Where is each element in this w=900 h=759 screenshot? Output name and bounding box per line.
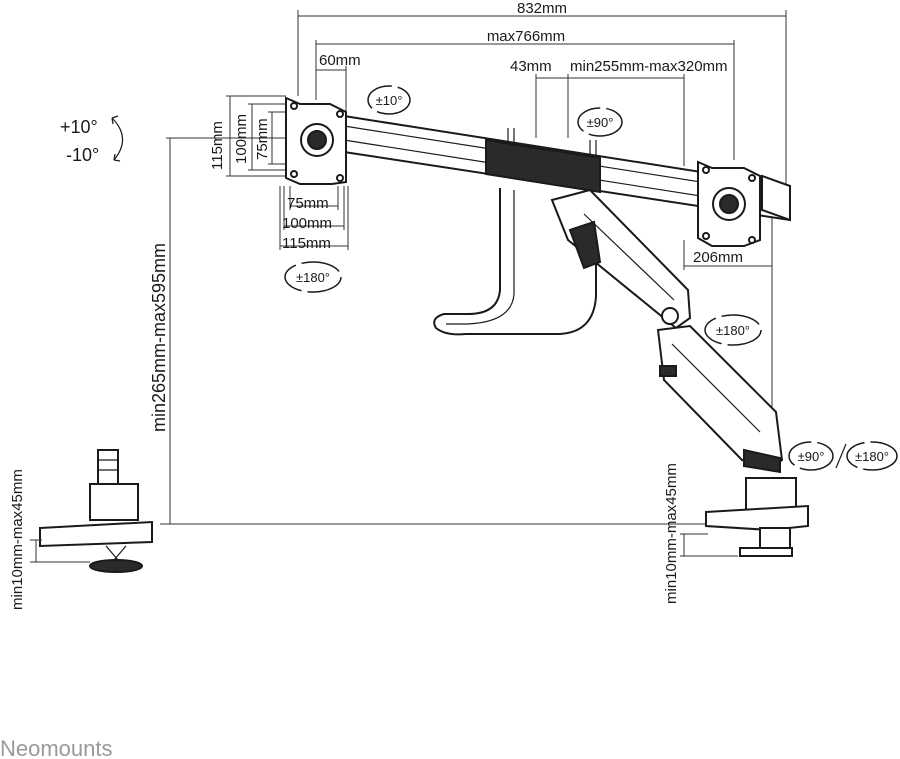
- tilt-annotation: +10° -10°: [60, 115, 124, 165]
- dimension-vesa-height: 115mm 100mm 75mm: [209, 95, 286, 177]
- badge-rotate-left-label: ±180°: [296, 270, 330, 285]
- overall-width-label: 832mm: [517, 0, 567, 17]
- arm-range-label: min255mm-max320mm: [570, 58, 728, 75]
- desk-clamp-right: [705, 477, 809, 557]
- badge-rotate-left: ±180°: [284, 261, 342, 293]
- brand-logo: Neomounts: [0, 736, 113, 759]
- desk-clamp-left: [39, 449, 153, 573]
- lower-arm: [656, 324, 784, 474]
- right-offset-label: 206mm: [693, 249, 743, 266]
- badge-tilt-label: ±10°: [376, 93, 403, 108]
- dimension-vesa-width: 75mm 100mm 115mm: [279, 186, 349, 252]
- height-range-label: min265mm-max595mm: [149, 243, 169, 432]
- vesa-115-width-label: 115mm: [282, 235, 331, 252]
- badge-base-rotate-label: ±180°: [855, 449, 889, 464]
- crossbar-center-clamp: [485, 138, 601, 194]
- vesa-left-hub-center-icon: [307, 130, 327, 150]
- upper-arm: [550, 188, 692, 330]
- badge-elbow: ±180°: [704, 314, 762, 346]
- clamp-right-label: min10mm-max45mm: [663, 463, 680, 604]
- badge-tilt-ring-icon: [367, 85, 411, 115]
- badge-swivel-top-ring-icon: [577, 107, 623, 137]
- tilt-down-label: -10°: [66, 145, 99, 165]
- dimension-vesa-offset: 60mm: [316, 52, 361, 116]
- arm-offset-label: 43mm: [510, 58, 552, 75]
- dimension-clamp-left: min10mm-max45mm: [9, 469, 90, 610]
- vesa-plate-right: [697, 160, 761, 247]
- badge-tilt: ±10°: [367, 85, 411, 115]
- badge-base-rotate-ring-icon: [846, 441, 898, 471]
- carry-handle: [433, 188, 597, 336]
- dimension-height-range: min265mm-max595mm: [149, 137, 706, 525]
- badge-base-swivel: ±90°: [788, 441, 834, 471]
- max-width-label: max766mm: [487, 28, 565, 45]
- badge-swivel-top: ±90°: [577, 107, 623, 137]
- badge-elbow-label: ±180°: [716, 323, 750, 338]
- dimension-clamp-right: min10mm-max45mm: [663, 463, 738, 604]
- badge-base-rotate: ±180°: [846, 441, 898, 471]
- vesa-75-height-label: 75mm: [254, 118, 271, 160]
- badge-separator-slash: [835, 443, 847, 469]
- badge-base-swivel-label: ±90°: [798, 449, 825, 464]
- tilt-arrow-icon: [111, 117, 124, 161]
- tilt-arrowhead-top-icon: [111, 115, 119, 125]
- dimension-arm-offset: 43mm: [510, 58, 569, 138]
- vesa-115-height-label: 115mm: [209, 121, 226, 170]
- vesa-100-width-label: 100mm: [282, 215, 332, 232]
- lower-arm-lock-icon: [659, 365, 677, 377]
- dimension-arm-range: min255mm-max320mm: [568, 58, 728, 166]
- badge-elbow-ring-icon: [704, 314, 762, 346]
- clamp-left-label: min10mm-max45mm: [9, 469, 26, 610]
- vesa-100-height-label: 100mm: [233, 114, 250, 164]
- tilt-up-label: +10°: [60, 117, 98, 137]
- dimension-overall-width: 832mm: [297, 0, 787, 190]
- vesa-75-width-label: 75mm: [287, 195, 329, 212]
- upper-arm-joint: [568, 220, 602, 270]
- vesa-plate-left: [285, 96, 347, 185]
- vesa-right-hub-center-icon: [719, 194, 739, 214]
- badge-swivel-top-label: ±90°: [587, 115, 614, 130]
- tilt-arrowhead-bottom-icon: [113, 153, 121, 162]
- vesa-offset-label: 60mm: [319, 52, 361, 69]
- badge-base-swivel-ring-icon: [788, 441, 834, 471]
- badge-rotate-left-ring-icon: [284, 261, 342, 293]
- dimension-right-offset: 206mm: [683, 190, 773, 440]
